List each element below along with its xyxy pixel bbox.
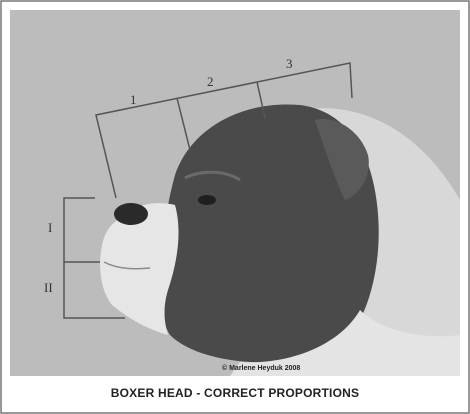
muzzle-label-2: II bbox=[44, 280, 53, 295]
diagram-caption: BOXER HEAD - CORRECT PROPORTIONS bbox=[10, 378, 460, 408]
skull-label-3: 3 bbox=[286, 56, 293, 71]
skull-label-1: 1 bbox=[130, 92, 137, 107]
muzzle-label-1: I bbox=[48, 220, 52, 235]
dog-eye bbox=[198, 195, 216, 205]
dog-nose bbox=[114, 203, 148, 225]
skull-label-2: 2 bbox=[207, 74, 214, 89]
copyright-text: © Marlene Heyduk 2008 bbox=[222, 364, 300, 372]
